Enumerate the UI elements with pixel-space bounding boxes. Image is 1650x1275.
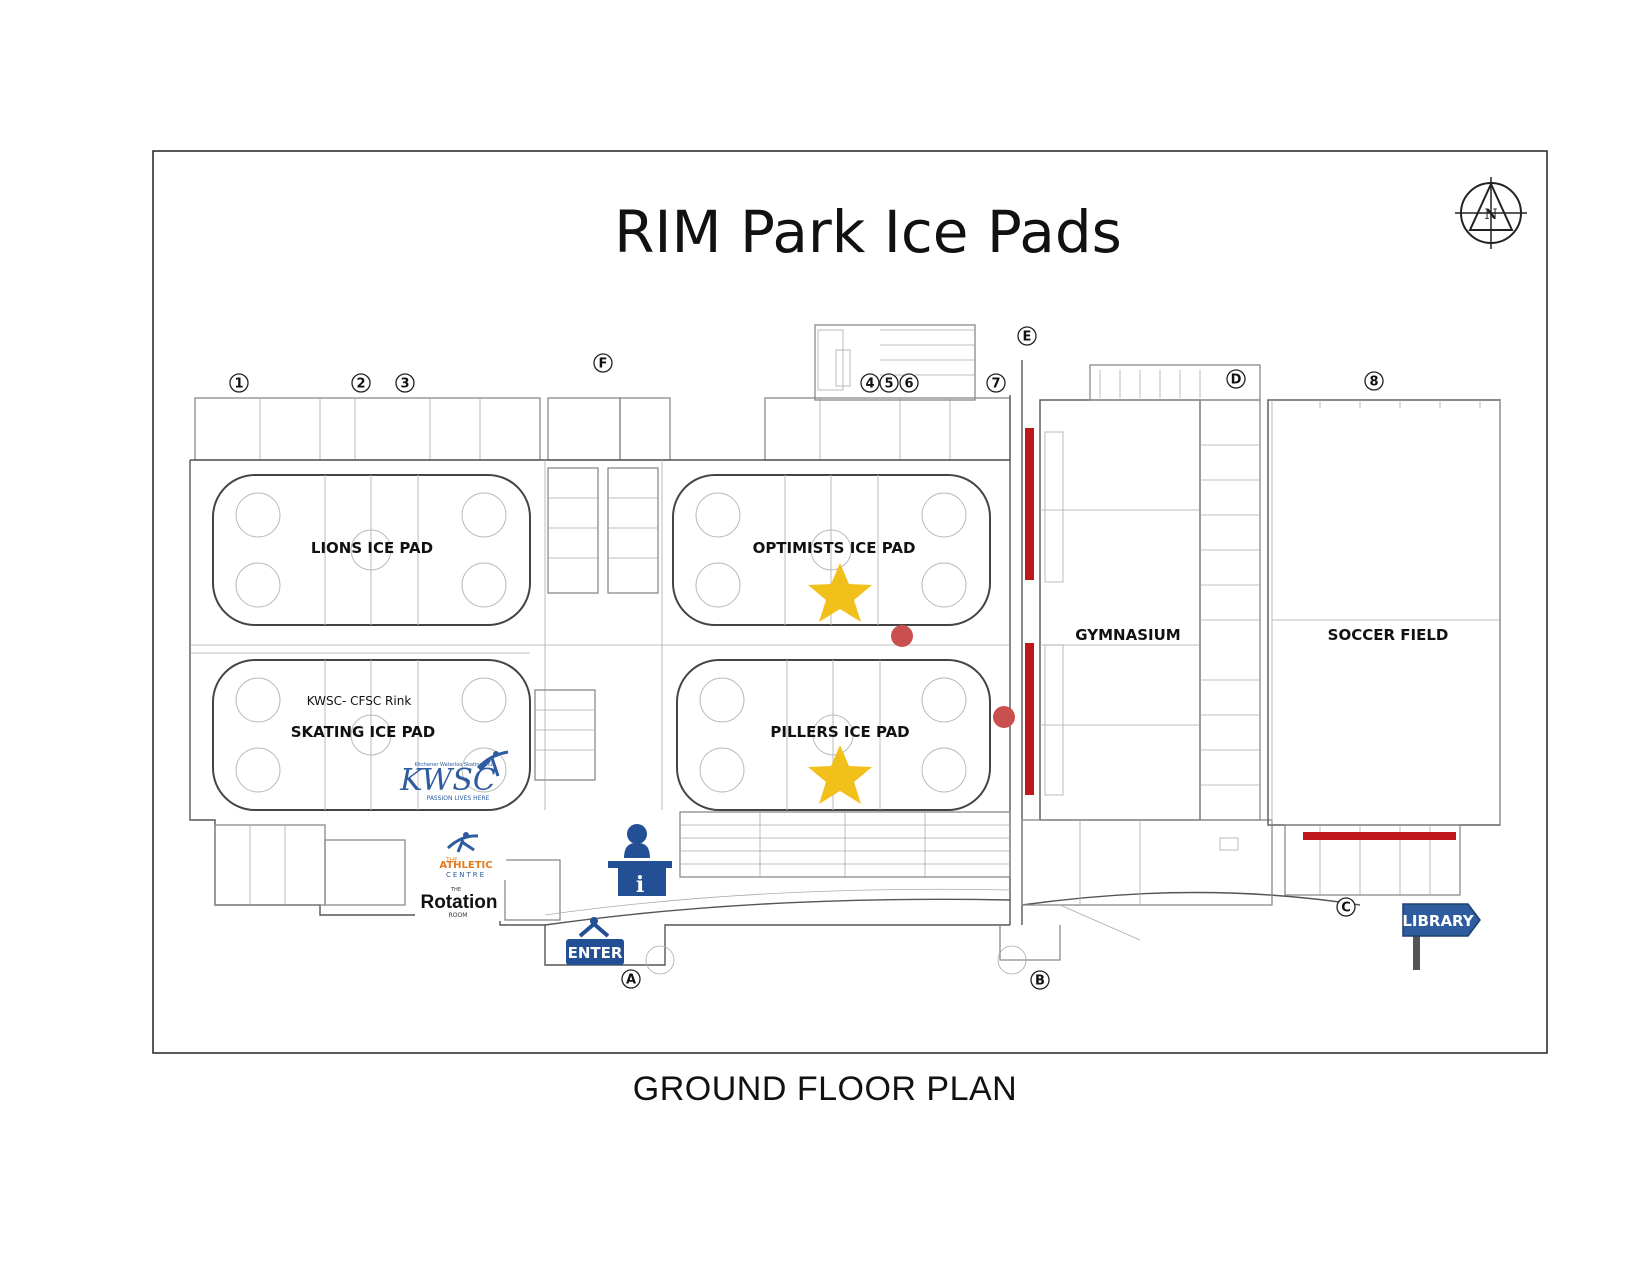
grid-marker-label: D	[1231, 373, 1242, 388]
grid-marker-circle	[1226, 369, 1246, 389]
grid-marker-label: 1	[234, 377, 243, 392]
skater-head-icon	[493, 751, 499, 757]
label-pillers-ice-pad: PILLERS ICE PAD	[770, 723, 909, 741]
rink-skating	[212, 659, 531, 811]
grid-marker-label: E	[1023, 330, 1032, 345]
athletic-centre-line3: CENTRE	[446, 871, 486, 879]
label-optimists-ice-pad: OPTIMISTS ICE PAD	[753, 539, 916, 557]
rotation-main: Rotation	[420, 892, 497, 913]
red-bar-gym-upper	[1025, 428, 1034, 580]
kwsc-logo-tagline: PASSION LIVES HERE	[427, 795, 490, 802]
grid-marker-label: 4	[865, 377, 874, 392]
grid-marker-circle	[593, 353, 613, 373]
grid-marker-label: 3	[400, 377, 409, 392]
building-outline	[189, 324, 1501, 975]
label-gymnasium: GYMNASIUM	[1075, 626, 1180, 644]
kwsc-logo: Kitchener Waterloo Skating Club KWSC PAS…	[399, 750, 509, 802]
marker-dot-optimists	[891, 625, 913, 647]
grid-marker-circle	[879, 373, 899, 393]
enter-sign: ENTER	[566, 917, 624, 965]
rink-lions	[212, 474, 531, 626]
info-desk-icon: i	[608, 824, 672, 898]
rotation-small-top: THE	[450, 887, 461, 893]
athlete-icon	[446, 834, 479, 853]
rink-optimists	[672, 474, 991, 626]
grid-marker-circle	[1030, 970, 1050, 990]
entrance-icon	[578, 921, 610, 938]
grid-marker-label: 7	[991, 377, 1000, 392]
red-bar-gym-lower	[1025, 643, 1034, 795]
grid-marker-circle	[621, 969, 641, 989]
library-label: LIBRARY	[1402, 912, 1474, 930]
info-letter: i	[636, 872, 644, 898]
grid-marker-circle	[1364, 371, 1384, 391]
marker-dot-pillers	[993, 706, 1015, 728]
athletic-centre-line2: ATHLETIC	[439, 860, 492, 871]
grid-marker-circle	[986, 373, 1006, 393]
red-bar-soccer	[1303, 832, 1456, 840]
star-icon-optimists	[808, 563, 872, 622]
grid-marker-label: 8	[1369, 375, 1378, 390]
grid-marker-circle	[351, 373, 371, 393]
north-arrow-icon: N	[1455, 177, 1527, 249]
enter-label: ENTER	[568, 944, 623, 962]
label-skating-note: KWSC- CFSC Rink	[307, 694, 412, 708]
rink-pillers	[676, 659, 991, 811]
footer-caption: GROUND FLOOR PLAN	[632, 1070, 1018, 1108]
grid-marker-circle	[860, 373, 880, 393]
grid-marker-label: F	[599, 357, 608, 372]
label-soccer-field: SOCCER FIELD	[1328, 626, 1449, 644]
map-frame	[152, 150, 1548, 1054]
grid-marker-label: 5	[884, 377, 893, 392]
star-icon-pillers	[808, 745, 872, 804]
grid-marker-circle	[229, 373, 249, 393]
grid-marker-circle	[1336, 897, 1356, 917]
rotation-small-bottom: ROOM	[449, 912, 468, 919]
map-title: RIM Park Ice Pads	[614, 198, 1122, 266]
athletic-centre-logo: THE ATHLETIC CENTRE	[428, 828, 506, 880]
grid-marker-circle	[1017, 326, 1037, 346]
rotation-room-logo: THE Rotation ROOM	[415, 885, 503, 921]
library-sign: LIBRARY	[1402, 903, 1481, 970]
grid-marker-circle	[899, 373, 919, 393]
grid-marker-circle	[395, 373, 415, 393]
grid-marker-label: B	[1035, 974, 1045, 989]
grid-marker-label: 6	[904, 377, 913, 392]
grid-marker-label: A	[626, 973, 636, 988]
compass-label: N	[1485, 207, 1498, 223]
grid-marker-label: 2	[356, 377, 365, 392]
athletic-centre-line1: THE	[445, 857, 458, 864]
skater-icon	[476, 750, 509, 777]
grid-marker-label: C	[1341, 901, 1351, 916]
label-skating-ice-pad: SKATING ICE PAD	[291, 723, 436, 741]
kwsc-logo-small-text: Kitchener Waterloo Skating Club	[415, 762, 496, 768]
label-lions-ice-pad: LIONS ICE PAD	[311, 539, 433, 557]
